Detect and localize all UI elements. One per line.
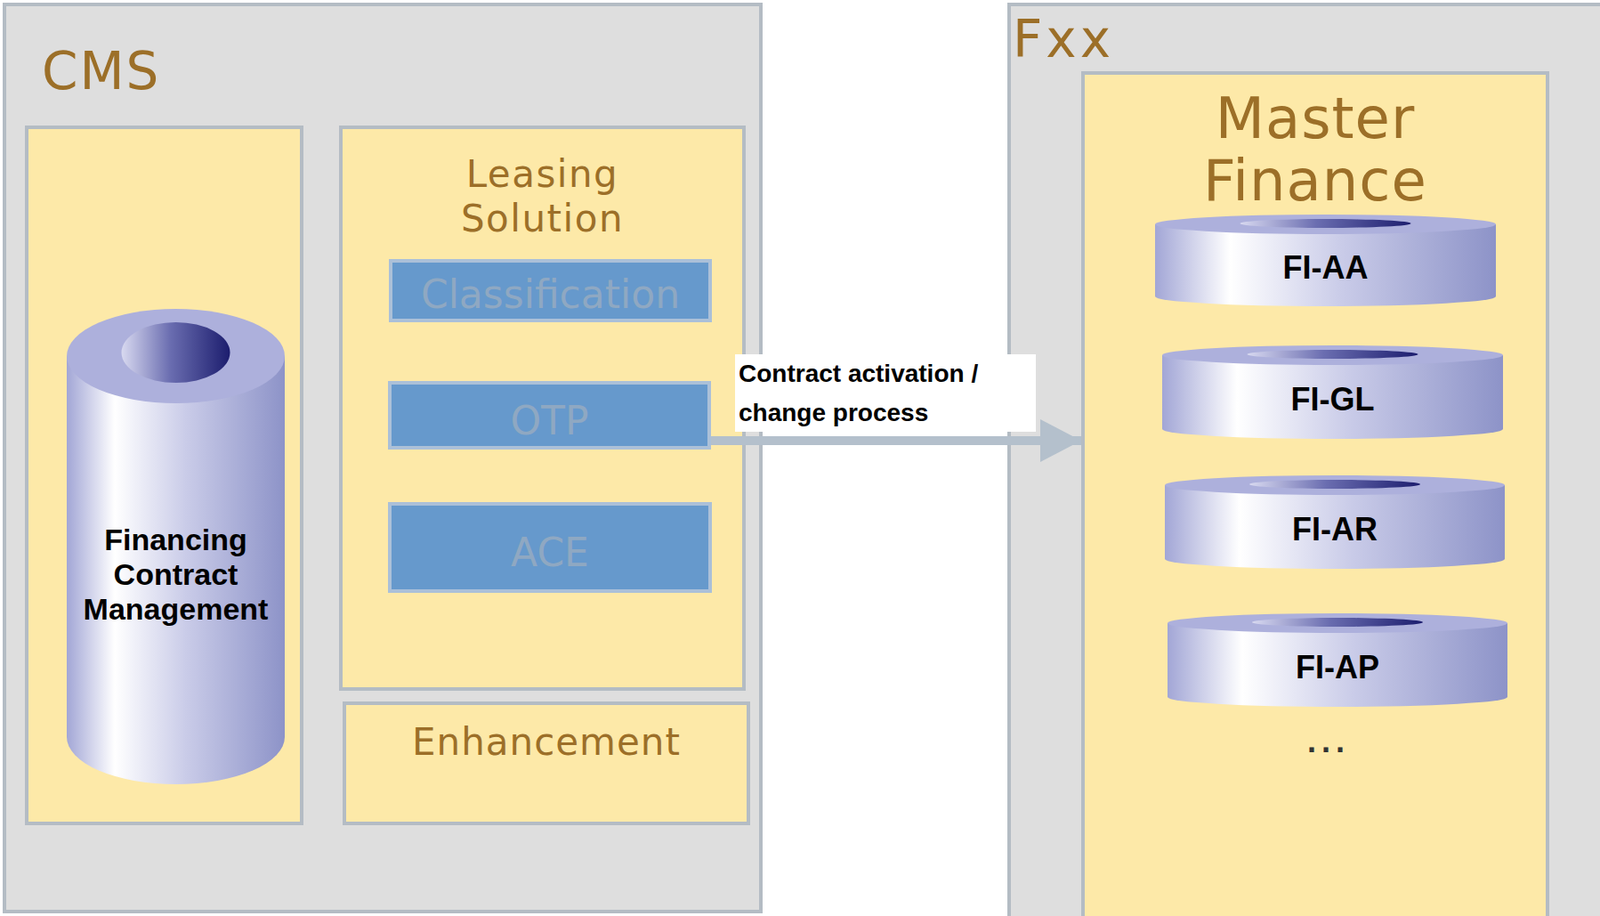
enhancement-box: Enhancement <box>342 701 751 825</box>
cylinder-hole <box>1252 617 1423 627</box>
node-label: FI-GL <box>1169 380 1496 418</box>
module-box: OTP <box>387 380 712 450</box>
cylinder-top <box>1164 475 1505 495</box>
ellipsis-label: ... <box>1307 722 1350 760</box>
node-title: ACE <box>510 530 590 576</box>
cylinder-body <box>1164 484 1505 569</box>
cylinder-top <box>1162 345 1504 365</box>
cylinder-body <box>1162 355 1504 439</box>
cylinder-body <box>1167 622 1508 707</box>
module-box: ACE <box>387 501 712 593</box>
module-disk: FI-AA <box>1155 214 1496 307</box>
module-disk: FI-GL <box>1162 345 1504 439</box>
cylinder-hole <box>1247 349 1419 359</box>
module-box: Classification <box>388 258 712 323</box>
cylinder-body <box>1155 224 1496 307</box>
node-title: CMS <box>41 41 752 102</box>
finance-panel: Master FinanceFI-AA FI-GL FI-AR FI-AP <box>1081 71 1550 916</box>
cylinder-hole <box>1249 479 1421 489</box>
module-disk: FI-AR <box>1164 475 1505 569</box>
node-title: Fxx <box>1012 9 1600 70</box>
database-cylinder: Financing Contract Management <box>66 308 285 784</box>
node-title: Master Finance <box>1128 87 1503 213</box>
system-panel: FxxMaster FinanceFI-AA FI-GL FI-AR FI-AP <box>1007 2 1600 916</box>
node-label: FI-AA <box>1162 249 1489 286</box>
cylinder-top <box>66 308 285 404</box>
node-label: FI-AP <box>1174 648 1501 686</box>
flow-arrow <box>711 436 1082 445</box>
system-panel: CMS Financing Contract Management Leasing … <box>2 2 763 914</box>
node-label: FI-AR <box>1171 510 1498 548</box>
cylinder-hole <box>121 322 231 383</box>
node-title: Leasing Solution <box>409 152 677 243</box>
cylinder-top <box>1155 214 1496 235</box>
node-title: Enhancement <box>353 720 740 764</box>
module-disk: FI-AP <box>1167 613 1508 707</box>
solution-panel: Leasing SolutionClassificationOTP ACE <box>339 125 746 691</box>
node-title: OTP <box>509 398 589 445</box>
node-label: Financing Contract Management <box>73 522 278 627</box>
cylinder-body <box>66 355 285 784</box>
cylinder-top <box>1167 613 1508 633</box>
node-title: Classification <box>420 272 680 318</box>
edge-label: Contract activation / change process <box>735 354 1036 432</box>
cylinder-hole <box>1240 218 1412 228</box>
